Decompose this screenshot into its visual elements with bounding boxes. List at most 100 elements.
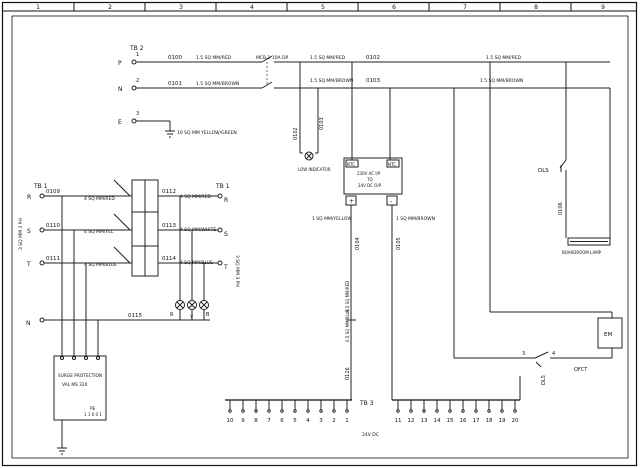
boardroom-lamp: [567, 237, 611, 246]
surge-section: SURGE PROTECTION VAL MS 320 PE 1 1 0 0 1: [53, 355, 107, 455]
wire-spec: 1.5 SQ MM/BROWN: [310, 78, 353, 84]
terminal-number: 3: [319, 418, 323, 424]
earth-spec: 10 SQ MM YELLOW/GREEN: [177, 130, 237, 136]
wire-number: 0113: [162, 223, 176, 229]
terminal-point: [409, 409, 413, 413]
supply-terminal-label: TB 2: [129, 45, 144, 52]
door-section: DLS 0106 BOARDROOM LAMP: [538, 62, 611, 255]
terminal-number: 13: [421, 418, 428, 424]
wire-spec: 4 SQ MM/BLUE: [84, 262, 117, 268]
terminal-p: [131, 59, 137, 65]
phase-lamp: [187, 300, 197, 310]
output-side-label: 3 SQ MM 3 PH: [234, 255, 240, 287]
psu-box: [343, 157, 403, 195]
terminal-e: [131, 118, 137, 124]
phase-lamp: [175, 300, 185, 310]
wire-spec: 1 SQ MM/BROWN: [396, 216, 435, 222]
column-number: 4: [250, 4, 254, 11]
psu-text: 24V DC O/P: [358, 183, 382, 188]
wire-number-vertical: 0105: [396, 237, 402, 250]
terminal-strip-sub: 24V DC: [362, 432, 379, 438]
wire-number-vertical: 0103: [319, 117, 325, 130]
phase-lamp: [199, 300, 209, 310]
terminal-point: [345, 409, 349, 413]
wire-spec: 4 SQ MM/RED: [84, 196, 115, 202]
wire-number-vertical: 0104: [355, 237, 361, 250]
terminal-number: 4: [306, 418, 310, 424]
supply-term-num: 3: [136, 111, 139, 117]
wire-spec: 4 SQ MM/BLUE: [180, 260, 213, 266]
wire-spec: 4 SQ MM/RED: [180, 194, 211, 200]
terminal-point: [241, 409, 245, 413]
supply-term-num: 2: [136, 78, 139, 84]
psu-text: TO: [366, 177, 373, 182]
indicator-section: 0102 0103 LOW INDICATOR: [293, 62, 331, 172]
terminal-point: [513, 409, 517, 413]
wire-spec: 1.5 SQ MM/BROWN: [196, 81, 239, 87]
ofct-label: OFCT: [574, 367, 588, 373]
door-switch-label: DLS: [538, 168, 549, 174]
column-number: 9: [601, 4, 605, 11]
output-term: S: [224, 231, 228, 238]
terminal-number: 12: [408, 418, 415, 424]
cable-spec: 0.5 SQ MM/BLUE: [345, 308, 350, 342]
wire-number-vertical: 0102: [293, 127, 299, 140]
terminal-number: 17: [473, 418, 480, 424]
mcb-label: MCB 1 10A DP: [256, 55, 289, 61]
surge-model: VAL MS 320: [62, 382, 88, 388]
terminal-point: [228, 409, 232, 413]
wire-spec: 1.5 SQ MM/RED: [196, 55, 232, 61]
terminal-strip-label: TB 3: [359, 400, 374, 407]
output-term: R: [224, 197, 228, 204]
supply-section: TB 2 P N E 1 2 3 10 SQ MM YELLOW/GREEN 0…: [118, 45, 610, 138]
wire-number: 0101: [168, 81, 182, 87]
wire-spec: 1.5 SQ MM/BROWN: [480, 78, 523, 84]
terminal-point: [254, 409, 258, 413]
column-number: 7: [463, 4, 467, 11]
wire-spec: 1.5 SQ MM/RED: [486, 55, 522, 61]
terminal-number: 8: [254, 418, 258, 424]
wire-number: 0112: [162, 189, 176, 195]
terminal-point: [267, 409, 271, 413]
terminal-number: 7: [267, 418, 271, 424]
em-label: EM: [604, 332, 612, 338]
wire-number: 0114: [162, 256, 176, 262]
surge-title: SURGE PROTECTION: [58, 373, 102, 379]
em-box: [597, 317, 623, 349]
input-term: T: [26, 261, 31, 268]
ofct-num: 3: [522, 351, 525, 357]
psu-terminal: NTC: [388, 162, 396, 167]
input-side-label: 3 SQ MM 3 PH: [18, 218, 24, 250]
terminal-number: 19: [499, 418, 506, 424]
ofct-tag: DLS: [541, 375, 547, 385]
psu-plus: +: [349, 198, 354, 205]
drawing-frame: [11, 15, 629, 459]
terminal-number: 5: [293, 418, 297, 424]
cable-spec: 0.5 SQ MM/RED: [345, 281, 350, 312]
surge-pe: PE: [90, 406, 96, 412]
supply-term-num: 1: [136, 52, 139, 58]
wire-number-vertical: 0126: [345, 367, 351, 380]
terminal-point: [500, 409, 504, 413]
terminal-number: 6: [280, 418, 284, 424]
psu-terminal: NTC: [347, 162, 355, 167]
terminal-point: [280, 409, 284, 413]
wire-spec: 4 SQ MM/YEL: [84, 229, 114, 235]
wire-number: 0115: [128, 313, 142, 319]
terminal-number: 2: [332, 418, 336, 424]
terminal-point: [332, 409, 336, 413]
input-section: TB 1 3 SQ MM 3 PH R S T 0109 0110 0111 4…: [18, 179, 240, 356]
wire-spec: 1 SQ MM/YELLOW: [312, 216, 352, 222]
indicator-lamp: [304, 151, 314, 161]
psu-section: NTC NTC 230V AC I/P TO 24V DC O/P + - 1 …: [312, 62, 435, 400]
column-number: 5: [321, 4, 325, 11]
terminal-point: [319, 409, 323, 413]
surge-num: 1 1 0 0 1: [84, 412, 102, 417]
terminal-number: 20: [512, 418, 519, 424]
terminal-point: [396, 409, 400, 413]
terminal-point: [461, 409, 465, 413]
input-terminal-label: TB 1: [33, 183, 48, 190]
